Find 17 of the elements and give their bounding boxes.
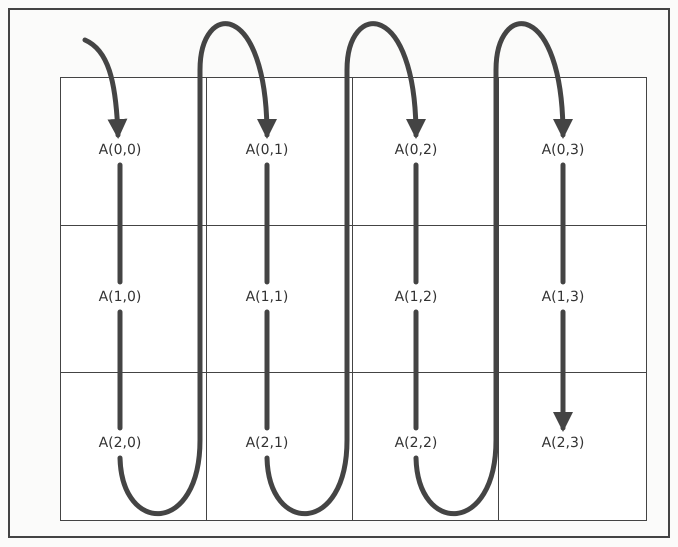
cell-label: A(0,1): [235, 139, 299, 161]
cell-label: A(1,3): [531, 286, 595, 308]
cell-label: A(0,3): [531, 139, 595, 161]
cell-label: A(1,2): [384, 286, 448, 308]
cell-label: A(1,0): [88, 286, 152, 308]
arrow: [553, 310, 573, 432]
arrow: [82, 38, 128, 139]
arrow: [414, 21, 572, 516]
arrow: [118, 21, 276, 516]
cell-label: A(2,3): [531, 432, 595, 454]
cell-label: A(0,0): [88, 139, 152, 161]
cell-label: A(2,1): [235, 432, 299, 454]
cell-label: A(0,2): [384, 139, 448, 161]
cell-label: A(1,1): [235, 286, 299, 308]
cell-label: A(2,2): [384, 432, 448, 454]
arrow: [264, 21, 426, 516]
cell-label: A(2,0): [88, 432, 152, 454]
